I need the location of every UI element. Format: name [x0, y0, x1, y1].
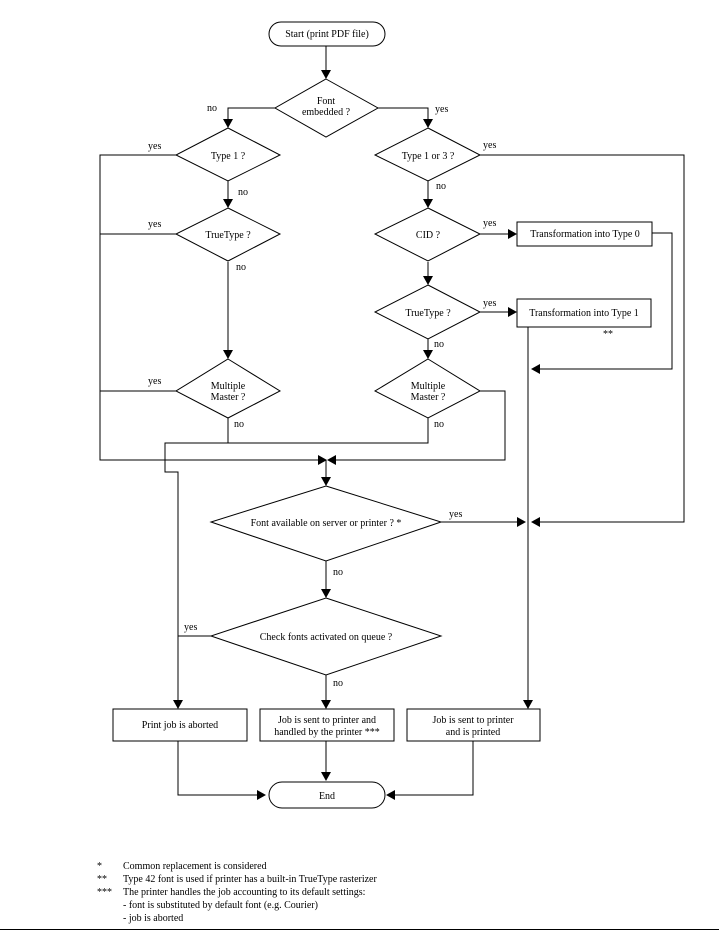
font-embedded-label-2: embedded ?: [302, 107, 351, 118]
multiple-master-right-label-1: Multiple: [411, 381, 446, 392]
truetype-left-label: TrueType ?: [205, 230, 251, 241]
edge-label-no: no: [333, 678, 343, 689]
edge-label-no: no: [436, 181, 446, 192]
edge-labels: no yes yes yes no no yes yes no yes ** n…: [148, 103, 613, 689]
end-node-label: End: [319, 791, 335, 802]
cid-label: CID ?: [416, 230, 441, 241]
end-node: [268, 781, 386, 809]
edge-label-yes: yes: [483, 298, 496, 309]
multiple-master-left-label-2: Master ?: [211, 392, 246, 403]
edge-label-yes: yes: [148, 141, 161, 152]
edge-label-yes: yes: [483, 140, 496, 151]
edge-label-no: no: [236, 262, 246, 273]
footnote-subitem: - font is substituted by default font (e…: [123, 900, 318, 911]
multiple-master-left-label-1: Multiple: [211, 381, 246, 392]
font-available-label: Font available on server or printer ? *: [251, 518, 402, 529]
footnotes: * Common replacement is considered ** Ty…: [97, 860, 377, 925]
job-printed-label-2: and is printed: [446, 727, 500, 738]
footnote-text: The printer handles the job accounting t…: [123, 887, 366, 898]
truetype-right-decision: [373, 284, 482, 340]
check-fonts-decision: [209, 597, 443, 676]
print-aborted-box: [112, 708, 248, 742]
job-handled-label-2: handled by the printer ***: [274, 727, 380, 738]
edge-label-yes: yes: [184, 622, 197, 633]
edge-label-no: no: [238, 187, 248, 198]
page-bottom-rule: [0, 929, 719, 930]
edge-label-no: no: [434, 339, 444, 350]
footnote-mark: *: [97, 861, 102, 872]
font-embedded-label-1: Font: [317, 96, 336, 107]
edge-label-no: no: [434, 419, 444, 430]
footnote-subitem: - job is aborted: [123, 913, 184, 924]
edge-label-no: no: [333, 567, 343, 578]
edge-label-no: no: [234, 419, 244, 430]
footnote-row: *** The printer handles the job accounti…: [97, 886, 377, 899]
edge-label-yes: yes: [148, 376, 161, 387]
job-printed-box: [406, 708, 541, 742]
multiple-master-left-decision: [174, 358, 282, 419]
transform-type1-box: [516, 298, 652, 328]
start-node-label: Start (print PDF file): [285, 29, 369, 40]
type1-label: Type 1 ?: [211, 151, 246, 162]
type1or3-decision: [373, 127, 482, 182]
type1-decision: [174, 127, 282, 182]
cid-decision: [373, 207, 482, 262]
multiple-master-right-label-2: Master ?: [411, 392, 446, 403]
print-aborted-label: Print job is aborted: [142, 720, 218, 731]
footnote-mark: ***: [97, 887, 112, 898]
footnote-text: Type 42 font is used if printer has a bu…: [123, 874, 377, 885]
footnote-row: * Common replacement is considered: [97, 860, 377, 873]
footnote-text: Common replacement is considered: [123, 861, 267, 872]
multiple-master-right-decision: [373, 358, 482, 419]
edge-label-yes: yes: [483, 218, 496, 229]
type1or3-label: Type 1 or 3 ?: [402, 151, 455, 162]
job-handled-box: [259, 708, 395, 742]
edge-label-no: no: [207, 103, 217, 114]
footnote-mark: **: [97, 874, 107, 885]
start-node: [268, 21, 386, 47]
check-fonts-label: Check fonts activated on queue ?: [260, 632, 393, 643]
footnote-row: ** Type 42 font is used if printer has a…: [97, 873, 377, 886]
connectors: [99, 46, 685, 796]
edge-label-double-star: **: [603, 329, 613, 340]
truetype-left-decision: [174, 207, 282, 262]
font-available-decision: [209, 485, 443, 562]
edge-label-yes: yes: [435, 104, 448, 115]
arrowheads: [173, 70, 540, 800]
edge-label-yes: yes: [148, 219, 161, 230]
job-printed-label-1: Job is sent to printer: [432, 715, 514, 726]
edge-label-yes: yes: [449, 509, 462, 520]
transform-type1-label: Transformation into Type 1: [529, 308, 639, 319]
transform-type0-box: [516, 221, 653, 247]
job-handled-label-1: Job is sent to printer and: [278, 715, 376, 726]
truetype-right-label: TrueType ?: [405, 308, 451, 319]
transform-type0-label: Transformation into Type 0: [530, 229, 640, 240]
font-embedded-decision: [273, 78, 380, 138]
